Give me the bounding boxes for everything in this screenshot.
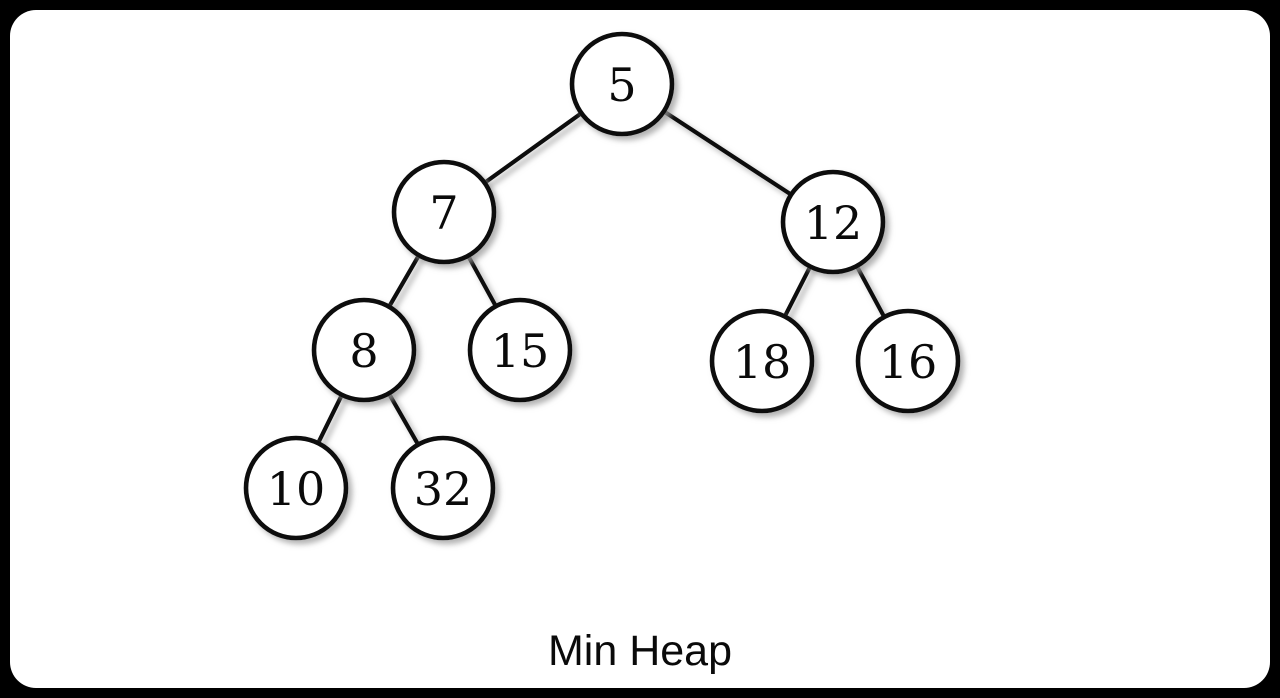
node-label-18: 18: [733, 335, 792, 389]
node-label-15: 15: [491, 324, 550, 378]
node-circle-5[interactable]: [569, 31, 675, 137]
node-label-8: 8: [349, 324, 378, 378]
tree-edge-8-10: [314, 390, 346, 448]
tree-node-15[interactable]: 15: [467, 297, 573, 403]
tree-node-5[interactable]: 5: [569, 31, 675, 137]
tree-edge-12-16: [853, 261, 888, 322]
tree-node-18[interactable]: 18: [709, 308, 815, 414]
tree-node-8[interactable]: 8: [311, 297, 417, 403]
node-circle-8[interactable]: [311, 297, 417, 403]
min-heap-tree-diagram: 5 7 12 8 15 18 16 10 32 Min Heap: [243, 31, 961, 675]
tree-edge-5-12: [659, 107, 796, 199]
tree-edge-12-18: [781, 261, 814, 322]
node-label-7: 7: [429, 186, 458, 240]
tree-edge-5-7: [480, 109, 586, 187]
tree-edges-group: [314, 107, 888, 450]
figure-panel: 5 7 12 8 15 18 16 10 32 Min Heap: [10, 10, 1270, 688]
node-label-5: 5: [607, 58, 636, 112]
node-circle-16[interactable]: [855, 308, 961, 414]
figure-caption: Min Heap: [548, 627, 732, 675]
tree-edge-8-32: [385, 388, 422, 450]
node-circle-32[interactable]: [390, 435, 496, 541]
node-circle-18[interactable]: [709, 308, 815, 414]
node-circle-15[interactable]: [467, 297, 573, 403]
node-circle-10[interactable]: [243, 435, 349, 541]
node-label-32: 32: [414, 462, 473, 516]
tree-node-7[interactable]: 7: [391, 159, 497, 265]
tree-node-32[interactable]: 32: [390, 435, 496, 541]
node-label-12: 12: [804, 196, 863, 250]
tree-edge-7-8: [385, 250, 423, 312]
node-circle-12[interactable]: [780, 169, 886, 275]
node-label-16: 16: [879, 335, 938, 389]
tree-nodes-group: 5 7 12 8 15 18 16 10 32: [243, 31, 961, 541]
node-circle-7[interactable]: [391, 159, 497, 265]
node-label-10: 10: [267, 462, 326, 516]
tree-node-12[interactable]: 12: [780, 169, 886, 275]
tree-edge-7-15: [464, 251, 500, 311]
tree-node-10[interactable]: 10: [243, 435, 349, 541]
tree-node-16[interactable]: 16: [855, 308, 961, 414]
